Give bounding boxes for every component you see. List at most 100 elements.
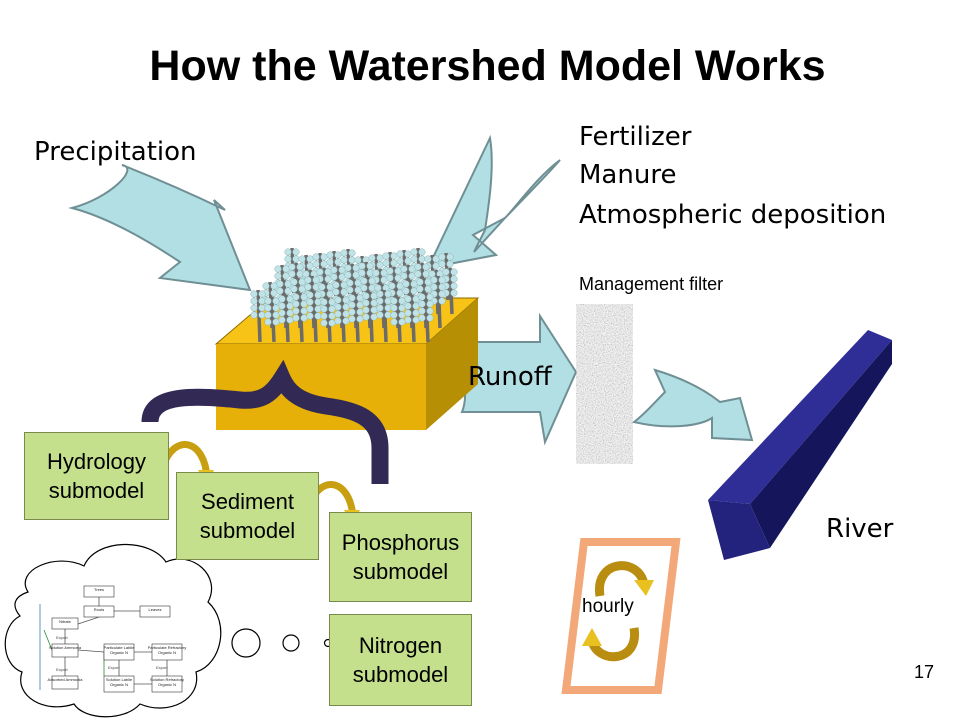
plant-leaf [306, 305, 314, 313]
plant-leaf [390, 259, 398, 267]
plant-leaf [276, 287, 284, 295]
plant-stem [396, 296, 402, 343]
plant-leaf [334, 296, 342, 304]
hydrology-submodel-line1: Hydrology [46, 449, 147, 474]
plant-leaf [450, 289, 458, 297]
plant-leaf [278, 302, 286, 310]
nitrogen-submodel-line1: Nitrogen [358, 633, 443, 658]
nitrogen-diagram-link [43, 629, 53, 651]
nitrogen-diagram-node-label: Adsorbed Ammonia [48, 677, 84, 682]
plant-leaf [410, 280, 418, 288]
plant-leaf [374, 284, 382, 292]
plant-leaf [416, 278, 424, 286]
plant-leaf [330, 266, 338, 274]
plant-leaf [304, 283, 312, 291]
plant-leaf [404, 302, 412, 310]
nitrogen-diagram-node-label: Organic N [158, 682, 176, 687]
plant-leaf [390, 311, 398, 319]
plant-leaf [384, 290, 392, 298]
plant-leaf [402, 280, 410, 288]
phosphorus-submodel-line1: Phosphorus [341, 530, 460, 555]
hourly-cycle-arrowhead-bottom [582, 628, 602, 646]
plant-leaf [368, 277, 376, 285]
page-number: 17 [914, 662, 935, 682]
plant-leaf [348, 315, 356, 323]
plant-leaf [394, 267, 402, 275]
plant-leaf [450, 282, 458, 290]
plant-leaf [334, 310, 342, 318]
plant-leaf [352, 271, 360, 279]
plant-leaf [250, 297, 258, 305]
hourly-cycle-arrow-top [595, 561, 649, 597]
precipitation-arrow [68, 164, 252, 292]
plant-leaf [438, 253, 446, 261]
plant-leaf [328, 298, 336, 306]
plant-leaf [258, 290, 266, 298]
plant-leaf [376, 311, 384, 319]
plant-leaf [334, 317, 342, 325]
plant-leaf [272, 297, 280, 305]
plant-leaf [284, 280, 292, 288]
plant-leaf [370, 299, 378, 307]
nitrogen-diagram-edge-label: Export [56, 667, 68, 672]
filter-to-river-arrow [631, 368, 754, 442]
plant-leaf [296, 263, 304, 271]
plant-leaf [376, 304, 384, 312]
plant-leaf [290, 285, 298, 293]
plant-leaf [384, 297, 392, 305]
nitrogen-diagram-node-label: Trees [94, 587, 104, 592]
plant-leaf [398, 318, 406, 326]
plant-leaf [342, 296, 350, 304]
nitrogen-diagram-node [151, 675, 183, 693]
plant-leaf [368, 254, 376, 262]
plant-leaf [334, 251, 342, 259]
plant-stem [448, 267, 454, 315]
plant-leaf [358, 269, 366, 277]
plant-leaf [346, 279, 354, 287]
plant-leaf [416, 285, 424, 293]
plant-leaf [292, 300, 300, 308]
plant-leaf [400, 272, 408, 280]
plant-leaf [372, 269, 380, 277]
river [708, 330, 892, 560]
plant-leaf [272, 318, 280, 326]
plant-leaf [424, 285, 432, 293]
plant-leaf [382, 259, 390, 267]
plant-leaf [352, 264, 360, 272]
thought-bubble-medium [282, 634, 300, 652]
plant-leaf [424, 255, 432, 263]
plant-leaf [450, 275, 458, 283]
plant-leaf [426, 293, 434, 301]
plant-leaf [348, 249, 356, 257]
plant-leaf [450, 268, 458, 276]
plant-leaf [270, 289, 278, 297]
plant-leaf [410, 255, 418, 263]
plant-leaf [340, 288, 348, 296]
nitrogen-diagram-node-label: Nitrate [59, 619, 72, 624]
plant-leaf [376, 261, 384, 269]
precipitation-label: Precipitation [34, 137, 197, 167]
plant-leaf [396, 282, 404, 290]
nitrogen-diagram-link [77, 616, 100, 625]
plant-leaf [250, 290, 258, 298]
plant-leaf [370, 313, 378, 321]
plant-leaf [396, 250, 404, 258]
plant-leaf [284, 287, 292, 295]
plant-leaf [296, 270, 304, 278]
plant-leaf [396, 289, 404, 297]
plant-leaf [418, 255, 426, 263]
submodel-brace [141, 359, 389, 484]
plant-leaf [380, 276, 388, 284]
plant-leaf [368, 284, 376, 292]
plant-leaf [306, 298, 314, 306]
plant-leaf [418, 314, 426, 322]
plant-leaf [334, 258, 342, 266]
plant-leaf [274, 272, 282, 280]
nitrogen-diagram-node [51, 675, 79, 690]
plant-leaf [412, 309, 420, 317]
nitrogen-diagram-node [83, 605, 115, 618]
plant-leaf [428, 270, 436, 278]
